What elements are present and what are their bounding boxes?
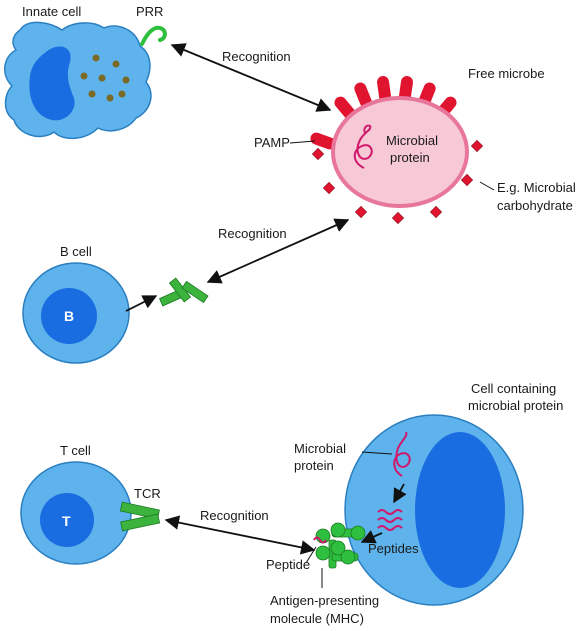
granule [118,90,126,98]
tcr-chain [119,501,160,520]
inner-protein-squiggle [393,431,411,477]
prr-receptor [140,25,167,46]
processing-arrow [393,483,407,504]
mhc-label-2: molecule (MHC) [270,611,364,626]
inner-protein-label-2: protein [294,458,334,473]
mhc-domain [315,545,331,561]
pamp-bump [354,82,372,108]
tcr-chain [120,513,161,532]
granule [88,90,96,98]
innate-cell-nucleus [29,46,75,121]
mhc-domain [330,522,346,538]
tcr-label: TCR [134,486,161,501]
pamp-label: PAMP [254,135,290,150]
mhc-domain [315,528,331,544]
inner-protein-label-1: Microbial [294,441,346,456]
innate-cell [4,21,167,140]
peptides-label: Peptides [368,541,419,556]
carbohydrate-marker [311,147,325,161]
carbohydrate-leader [479,181,495,191]
presented-peptide [313,536,327,544]
infected-cell-nucleus [415,432,505,588]
mhc-molecule [315,522,366,569]
pamp-bump [310,132,336,150]
peptide-transport-arrow [360,530,383,544]
pamp-bump [399,76,413,102]
mhc-domain [330,540,346,556]
recognition-label-top: Recognition [222,49,291,64]
antibody [158,277,209,307]
b-cell-nucleus [41,288,97,344]
carbohydrate-marker [470,139,484,153]
t-cell-label: T cell [60,443,91,458]
t-cell [20,461,132,565]
tcr-receptor [119,501,161,532]
carbohydrate-marker [391,211,405,225]
pamp-bump [377,76,391,102]
peptide-squiggle [377,517,403,523]
infected-cell [344,414,524,606]
granules [80,54,130,102]
carbohydrate-label-2: carbohydrate [497,198,573,213]
granule [122,76,130,84]
b-cell-label: B cell [60,244,92,259]
recognition-arrow-mid [206,218,350,284]
peptide-label: Peptide [266,557,310,572]
free-microbe-label: Free microbe [468,66,545,81]
recognition-arrow-bottom [164,515,316,555]
granule [92,54,100,62]
carbohydrate-markers [311,139,484,225]
granule [80,72,88,80]
mhc-domain [340,549,356,565]
recognition-arrow-top [170,43,332,112]
recognition-label-mid: Recognition [218,226,287,241]
free-microbe [310,76,484,225]
carbohydrate-marker [322,181,336,195]
t-cell-letter: T [62,513,71,529]
b-cell-secretion-arrow [125,295,158,312]
peptide-squiggle [377,509,403,515]
mhc-label-1: Antigen-presenting [270,593,379,608]
t-cell-nucleus [40,493,94,547]
microbe-protein-label-1: Microbial [386,133,438,148]
granule [112,60,120,68]
microbe-protein-label-2: protein [390,150,430,165]
innate-cell-label: Innate cell [22,4,81,19]
carbohydrate-marker [429,205,443,219]
peptides [377,509,403,531]
b-cell-letter: B [64,308,74,324]
recognition-label-bottom: Recognition [200,508,269,523]
microbe-protein-squiggle [353,124,373,169]
mhc-domain [350,525,366,541]
carbohydrate-marker [460,173,474,187]
cell-containing-label-2: microbial protein [468,398,563,413]
inner-protein-leader [361,451,393,455]
carbohydrate-label-1: E.g. Microbial [497,180,576,195]
granule [98,74,106,82]
antibody-right-arm [181,280,209,304]
peptide-squiggle [377,525,403,531]
carbohydrate-marker [354,205,368,219]
b-cell [22,262,130,364]
pamp-leader [289,140,316,144]
prr-label: PRR [136,4,163,19]
cell-containing-label-1: Cell containing [471,381,556,396]
granule [106,94,114,102]
